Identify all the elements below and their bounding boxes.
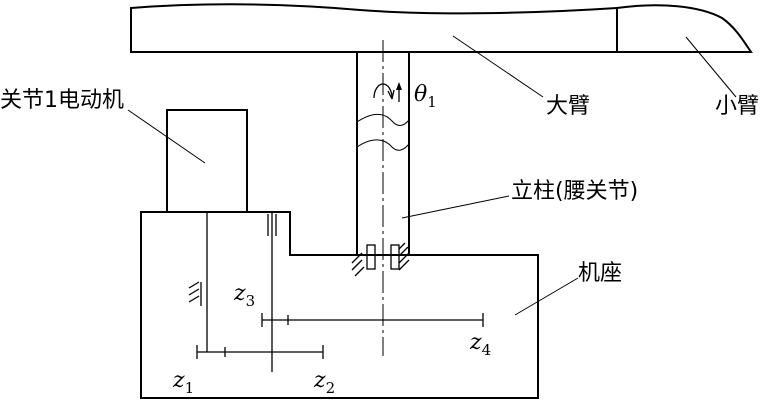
column-break-line-1	[356, 113, 410, 126]
bearing-hatch	[351, 259, 363, 271]
leader-base	[514, 277, 579, 316]
rotation-indicator-head	[396, 82, 402, 90]
label-base: 机座	[578, 261, 622, 286]
bearing-hatch	[398, 242, 406, 250]
arm-assembly	[130, 3, 753, 53]
motor-shaft-bearing-hatch	[188, 288, 200, 296]
motor-shaft-bearing-hatch	[188, 295, 200, 303]
small-arm-outline	[616, 4, 753, 53]
rotation-arrow	[373, 83, 393, 99]
column	[356, 40, 410, 356]
column-break-line-2	[356, 139, 410, 151]
rotation-arrow-head	[387, 89, 395, 100]
base-outline	[140, 211, 539, 399]
symbol-theta1: θ1	[414, 82, 437, 111]
label-column: 立柱(腰关节)	[511, 179, 638, 204]
bearing-hatch	[398, 246, 409, 257]
base	[140, 211, 539, 399]
leader-column	[401, 195, 510, 219]
joint1-motor	[166, 109, 248, 213]
column-bearing-left	[366, 244, 376, 270]
leader-big-arm	[452, 35, 544, 98]
bearing-hatch	[351, 252, 363, 264]
leader-small-arm	[685, 36, 737, 98]
big-arm-outline	[130, 3, 618, 53]
leader-motor	[127, 109, 206, 164]
symbol-z3: z3	[233, 281, 255, 310]
symbol-z2: z2	[313, 368, 335, 397]
symbol-z1: z1	[172, 368, 194, 397]
bearing-hatch	[398, 252, 410, 264]
label-small-arm: 小臂	[715, 94, 759, 119]
symbol-z4: z4	[469, 330, 491, 359]
column-bearing-right	[390, 244, 400, 270]
bearing-hatch	[354, 266, 365, 277]
motor-shaft-bearing-hatch	[188, 281, 200, 289]
leader-lines	[127, 35, 737, 316]
label-motor: 关节1电动机	[0, 88, 124, 113]
label-big-arm: 大臂	[546, 94, 590, 119]
bearing-hatch	[398, 259, 410, 271]
gear-train	[188, 212, 484, 372]
